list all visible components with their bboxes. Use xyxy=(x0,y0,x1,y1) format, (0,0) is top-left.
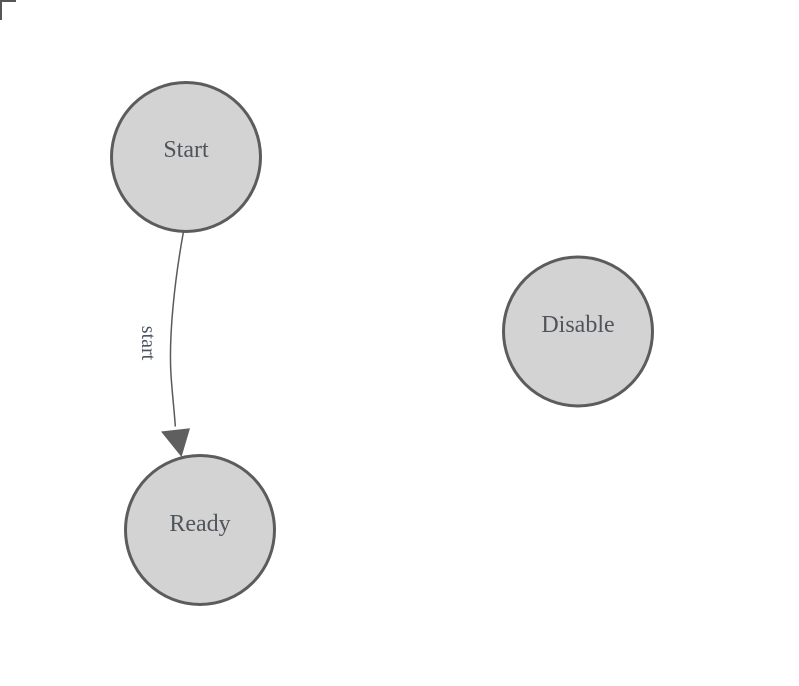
node-disable-label: Disable xyxy=(541,312,614,338)
node-start-circle[interactable] xyxy=(110,81,262,233)
canvas-origin-corner-icon xyxy=(0,0,16,20)
edge-label: start xyxy=(137,326,159,361)
edge-start-to-ready[interactable]: start xyxy=(137,231,190,458)
node-ready-circle[interactable] xyxy=(124,454,276,606)
edge-arrowhead-icon xyxy=(161,428,190,457)
node-start[interactable]: Start xyxy=(110,81,262,233)
node-disable[interactable]: Disable xyxy=(502,255,654,408)
edge-path[interactable] xyxy=(169,231,185,427)
node-disable-circle[interactable] xyxy=(502,255,654,408)
node-start-label: Start xyxy=(163,137,209,163)
node-ready[interactable]: Ready xyxy=(124,454,276,606)
node-ready-label: Ready xyxy=(169,511,230,537)
